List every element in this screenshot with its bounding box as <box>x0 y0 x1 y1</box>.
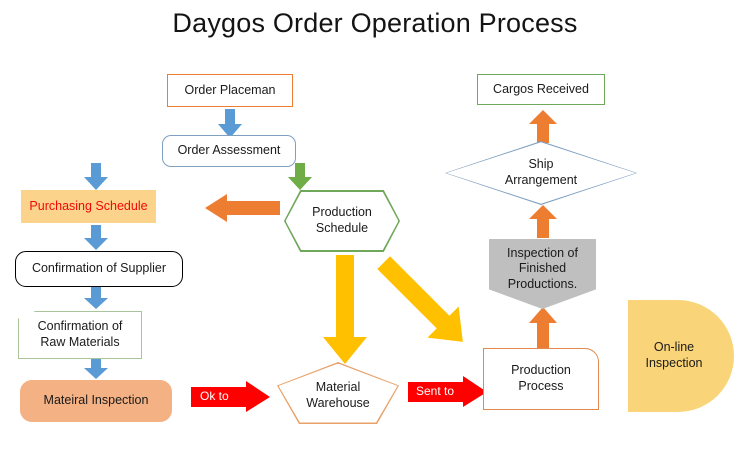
node-production-schedule-inner: Production Schedule <box>285 191 399 251</box>
arrow-label-sent-to: Sent to <box>416 384 455 398</box>
arrow-supplier-to-raw-materials <box>83 286 109 310</box>
node-confirmation-of-supplier-label: Confirmation of Supplier <box>31 261 167 276</box>
node-order-assessment[interactable]: Order Assessment <box>162 135 296 167</box>
node-production-process-label-line2: Process <box>518 379 564 393</box>
arrow-inspection-to-ship <box>528 205 558 239</box>
node-purchasing-schedule[interactable]: Purchasing Schedule <box>21 190 156 223</box>
node-inspection-of-finished-productions[interactable]: Inspection of Finished Productions. <box>489 239 596 309</box>
node-order-placeman[interactable]: Order Placeman <box>167 74 293 107</box>
node-order-assessment-label: Order Assessment <box>177 143 281 158</box>
node-online-inspection-label-line2: Inspection <box>645 356 703 370</box>
node-order-placeman-label: Order Placeman <box>184 82 276 97</box>
node-confirmation-of-raw-materials[interactable]: Confirmation of Raw Materials <box>18 311 142 359</box>
arrow-placeman-to-assessment <box>217 109 243 139</box>
arrow-assessment-to-production-schedule <box>287 163 313 191</box>
arrow-purchasing-to-supplier <box>83 225 109 251</box>
node-material-inspection-label: Mateiral Inspection <box>43 393 149 408</box>
node-cargos-received[interactable]: Cargos Received <box>477 74 605 105</box>
arrow-label-ok-to: Ok to <box>200 389 229 403</box>
node-production-process[interactable]: Production Process <box>483 348 599 410</box>
node-cargos-received-label: Cargos Received <box>493 81 589 96</box>
node-material-inspection[interactable]: Mateiral Inspection <box>20 380 172 422</box>
node-production-schedule-label-line2: Schedule <box>315 221 369 235</box>
arrow-production-schedule-to-purchasing <box>205 192 281 224</box>
node-online-inspection-label-line1: On-line <box>653 340 695 355</box>
node-inspection-finished-label-line3: Productions. <box>507 276 578 291</box>
node-production-process-label-line1: Production <box>511 363 571 378</box>
page-title: Daygos Order Operation Process <box>172 8 578 38</box>
node-inspection-finished-label-line2: Finished <box>518 261 567 276</box>
arrow-assessment-to-purchasing <box>83 163 109 191</box>
arrow-production-schedule-to-process <box>376 255 496 375</box>
node-production-schedule[interactable]: Production Schedule <box>284 190 400 252</box>
arrow-production-schedule-to-warehouse <box>322 255 368 365</box>
node-material-warehouse-inner: Material Warehouse <box>278 363 398 423</box>
arrow-sent-to <box>408 376 488 408</box>
node-confirmation-of-supplier[interactable]: Confirmation of Supplier <box>15 251 183 287</box>
node-ship-arrangement-inner: Ship Arrangement <box>446 142 636 204</box>
node-ship-arrangement[interactable]: Ship Arrangement <box>445 141 637 205</box>
arrow-ok-to <box>191 381 271 413</box>
node-inspection-finished-label-line1: Inspection of <box>507 245 578 260</box>
node-material-warehouse-label-line2: Warehouse <box>306 396 370 410</box>
node-purchasing-schedule-label: Purchasing Schedule <box>29 198 148 213</box>
node-material-warehouse-label-line1: Material <box>315 380 361 395</box>
arrow-raw-materials-to-inspection <box>83 356 109 380</box>
node-production-schedule-label-line1: Production <box>312 205 372 220</box>
node-ship-arrangement-label-line2: Arrangement <box>504 173 578 187</box>
node-raw-materials-label-line2: Raw Materials <box>40 335 120 349</box>
node-raw-materials-label-line1: Confirmation of <box>37 319 123 334</box>
arrow-process-to-inspection <box>528 307 558 353</box>
arrow-ship-to-cargos <box>528 110 558 144</box>
node-ship-arrangement-label-line1: Ship <box>528 157 554 172</box>
node-online-inspection[interactable]: On-line Inspection <box>628 300 734 412</box>
